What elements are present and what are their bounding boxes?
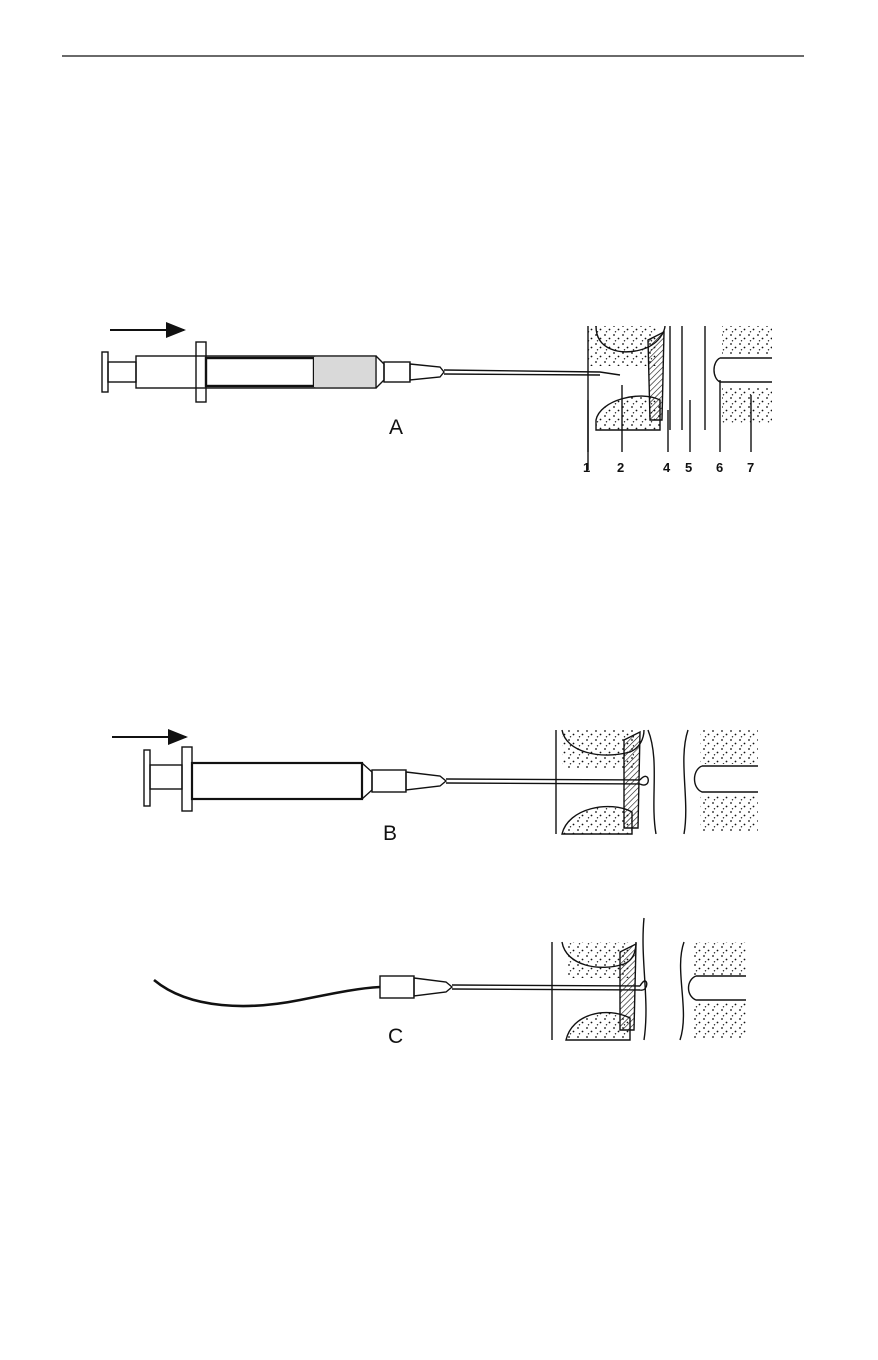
spine-anatomy-b bbox=[556, 730, 758, 834]
needle-hub-c bbox=[380, 976, 414, 998]
needle-hub-taper-c bbox=[414, 978, 452, 996]
syringe-barrel-b bbox=[192, 763, 362, 799]
structure-label-4: 4 bbox=[663, 460, 671, 475]
needle-hub-a bbox=[384, 362, 410, 382]
barrel-flange-a bbox=[196, 342, 206, 402]
extension-tubing-c bbox=[154, 980, 380, 1006]
panel-label-c: C bbox=[388, 1025, 403, 1048]
plunger-thumb-a bbox=[102, 352, 108, 392]
structure-label-2: 2 bbox=[617, 460, 624, 475]
spine-anatomy-c bbox=[552, 918, 746, 1040]
needle-b bbox=[446, 776, 648, 785]
panel-b bbox=[112, 730, 758, 834]
fluid-a bbox=[314, 357, 375, 387]
plunger-rod-b bbox=[150, 765, 182, 789]
structure-label-1: 1 bbox=[583, 460, 590, 475]
needle-hub-b bbox=[372, 770, 406, 792]
structure-label-5: 5 bbox=[685, 460, 692, 475]
barrel-tip-a bbox=[376, 356, 384, 388]
barrel-flange-b bbox=[182, 747, 192, 811]
panel-label-a: A bbox=[389, 416, 403, 439]
spine-anatomy-a bbox=[588, 326, 772, 470]
needle-hub-taper-a bbox=[410, 364, 444, 380]
plunger-rod-a bbox=[108, 362, 136, 382]
structure-label-6: 6 bbox=[716, 460, 723, 475]
panel-label-b: B bbox=[383, 822, 397, 845]
needle-c bbox=[452, 981, 647, 990]
panel-c bbox=[154, 918, 746, 1040]
needle-hub-taper-b bbox=[406, 772, 446, 790]
barrel-tip-b bbox=[362, 763, 372, 799]
plunger-body-a bbox=[206, 358, 314, 386]
needle-a bbox=[444, 370, 620, 375]
plunger-thumb-b bbox=[144, 750, 150, 806]
structure-labels: 1 2 4 5 6 7 bbox=[583, 460, 754, 475]
structure-label-7: 7 bbox=[747, 460, 754, 475]
panel-a bbox=[102, 326, 772, 470]
